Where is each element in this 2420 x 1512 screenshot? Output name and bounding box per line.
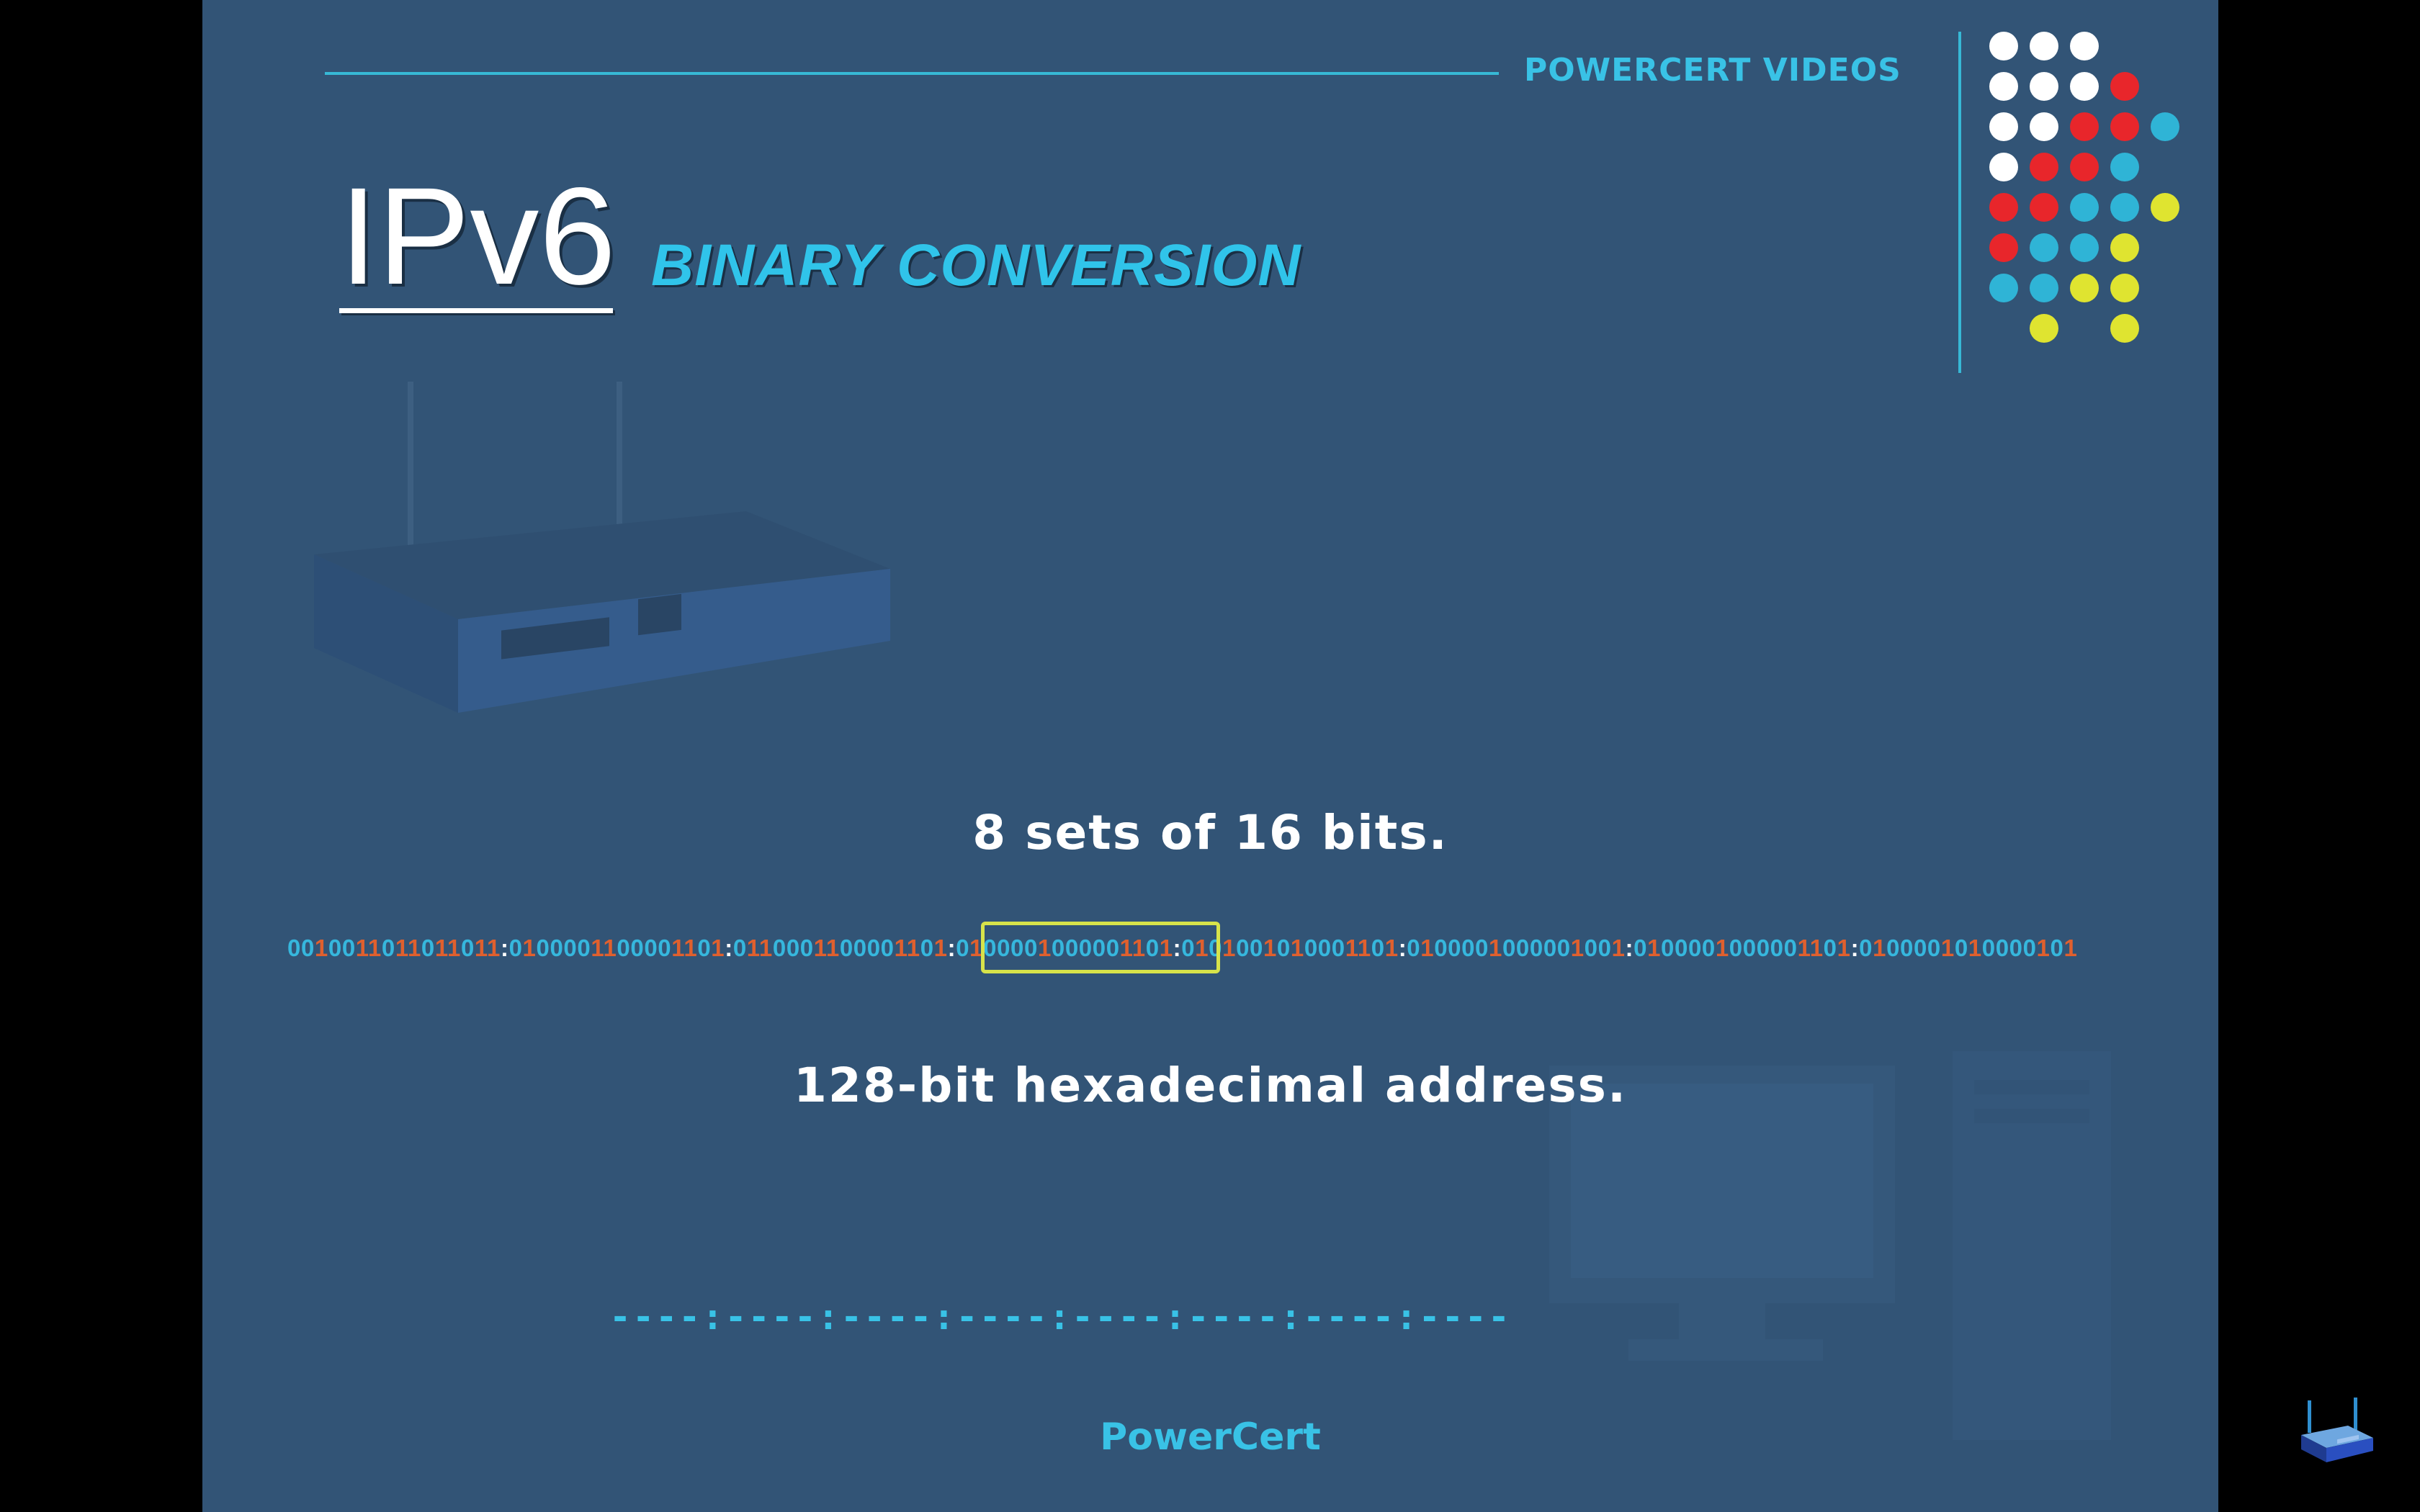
group-separator: :: [1850, 935, 1860, 961]
logo-dot: [2070, 233, 2099, 262]
logo-dot: [2070, 72, 2099, 101]
group-separator: :: [725, 935, 733, 961]
logo-dot: [2030, 233, 2058, 262]
bit-group: 0100001100001101: [508, 935, 725, 961]
bit-group: 0100001000001101: [956, 935, 1173, 961]
logo-dot: [1989, 112, 2018, 141]
logo-dot: [2030, 193, 2058, 222]
router-icon: [2301, 1398, 2373, 1462]
binary-address: 0010011011011011:0100001100001101:011000…: [287, 933, 2160, 963]
logo-dot: [2110, 274, 2139, 302]
logo-dot: [1989, 153, 2018, 181]
header-rule: [325, 72, 1499, 75]
highlighted-bit-group: [981, 922, 1220, 973]
bit-group: 0100001010000101: [1859, 935, 2078, 961]
bit-group: 0100001000001101: [1634, 935, 1851, 961]
logo-dot: [2151, 112, 2179, 141]
logo-dot: [2110, 193, 2139, 222]
logo-dot: [1989, 72, 2018, 101]
group-separator: :: [501, 935, 509, 961]
group-separator: :: [1173, 935, 1182, 961]
caption-bits: 8 sets of 16 bits.: [972, 805, 1448, 860]
slide: POWERCERT VIDEOS IPv6 BINARY CONVERSION …: [202, 0, 2218, 1512]
group-separator: :: [947, 935, 956, 961]
bit-group: 0010011011011011: [287, 935, 501, 961]
logo-dot: [2110, 233, 2139, 262]
group-separator: :: [1625, 935, 1634, 961]
title-binary-conversion: BINARY CONVERSION: [651, 233, 1301, 298]
logo-dot: [2110, 314, 2139, 343]
logo-dot: [2030, 274, 2058, 302]
logo-dot: [2030, 153, 2058, 181]
group-separator: :: [1398, 935, 1407, 961]
logo-dot: [2030, 32, 2058, 60]
title-ipv6: IPv6: [339, 158, 617, 313]
background-computer-icon: [1549, 1051, 2111, 1440]
logo-dot: [2110, 153, 2139, 181]
logo-dot: [2030, 314, 2058, 343]
logo-dot: [2110, 112, 2139, 141]
bit-group: 0110001100001101: [732, 935, 948, 961]
title-underline: [339, 308, 613, 313]
logo-dot: [1989, 32, 2018, 60]
logo-dot: [2030, 72, 2058, 101]
bit-group: 0100001000001001: [1407, 935, 1626, 961]
logo-dot: [1989, 274, 2018, 302]
hex-address-placeholder: ----:----:----:----:----:----:----:----: [609, 1296, 1511, 1338]
logo-dot: [2030, 112, 2058, 141]
logo-dot: [1989, 193, 2018, 222]
caption-hex-address: 128-bit hexadecimal address.: [793, 1058, 1628, 1113]
brand-header: POWERCERT VIDEOS: [1524, 52, 1901, 89]
logo-dot: [2070, 112, 2099, 141]
logo-dot: [1989, 233, 2018, 262]
background-router-icon: [314, 382, 890, 713]
logo-dot: [2070, 274, 2099, 302]
logo-dot: [2070, 193, 2099, 222]
logo-dot: [2151, 193, 2179, 222]
header-vertical-rule: [1958, 32, 1961, 373]
brand-footer: PowerCert: [1100, 1416, 1321, 1459]
logo-dot: [2110, 72, 2139, 101]
logo-dot: [2070, 32, 2099, 60]
logo-dot: [2070, 153, 2099, 181]
